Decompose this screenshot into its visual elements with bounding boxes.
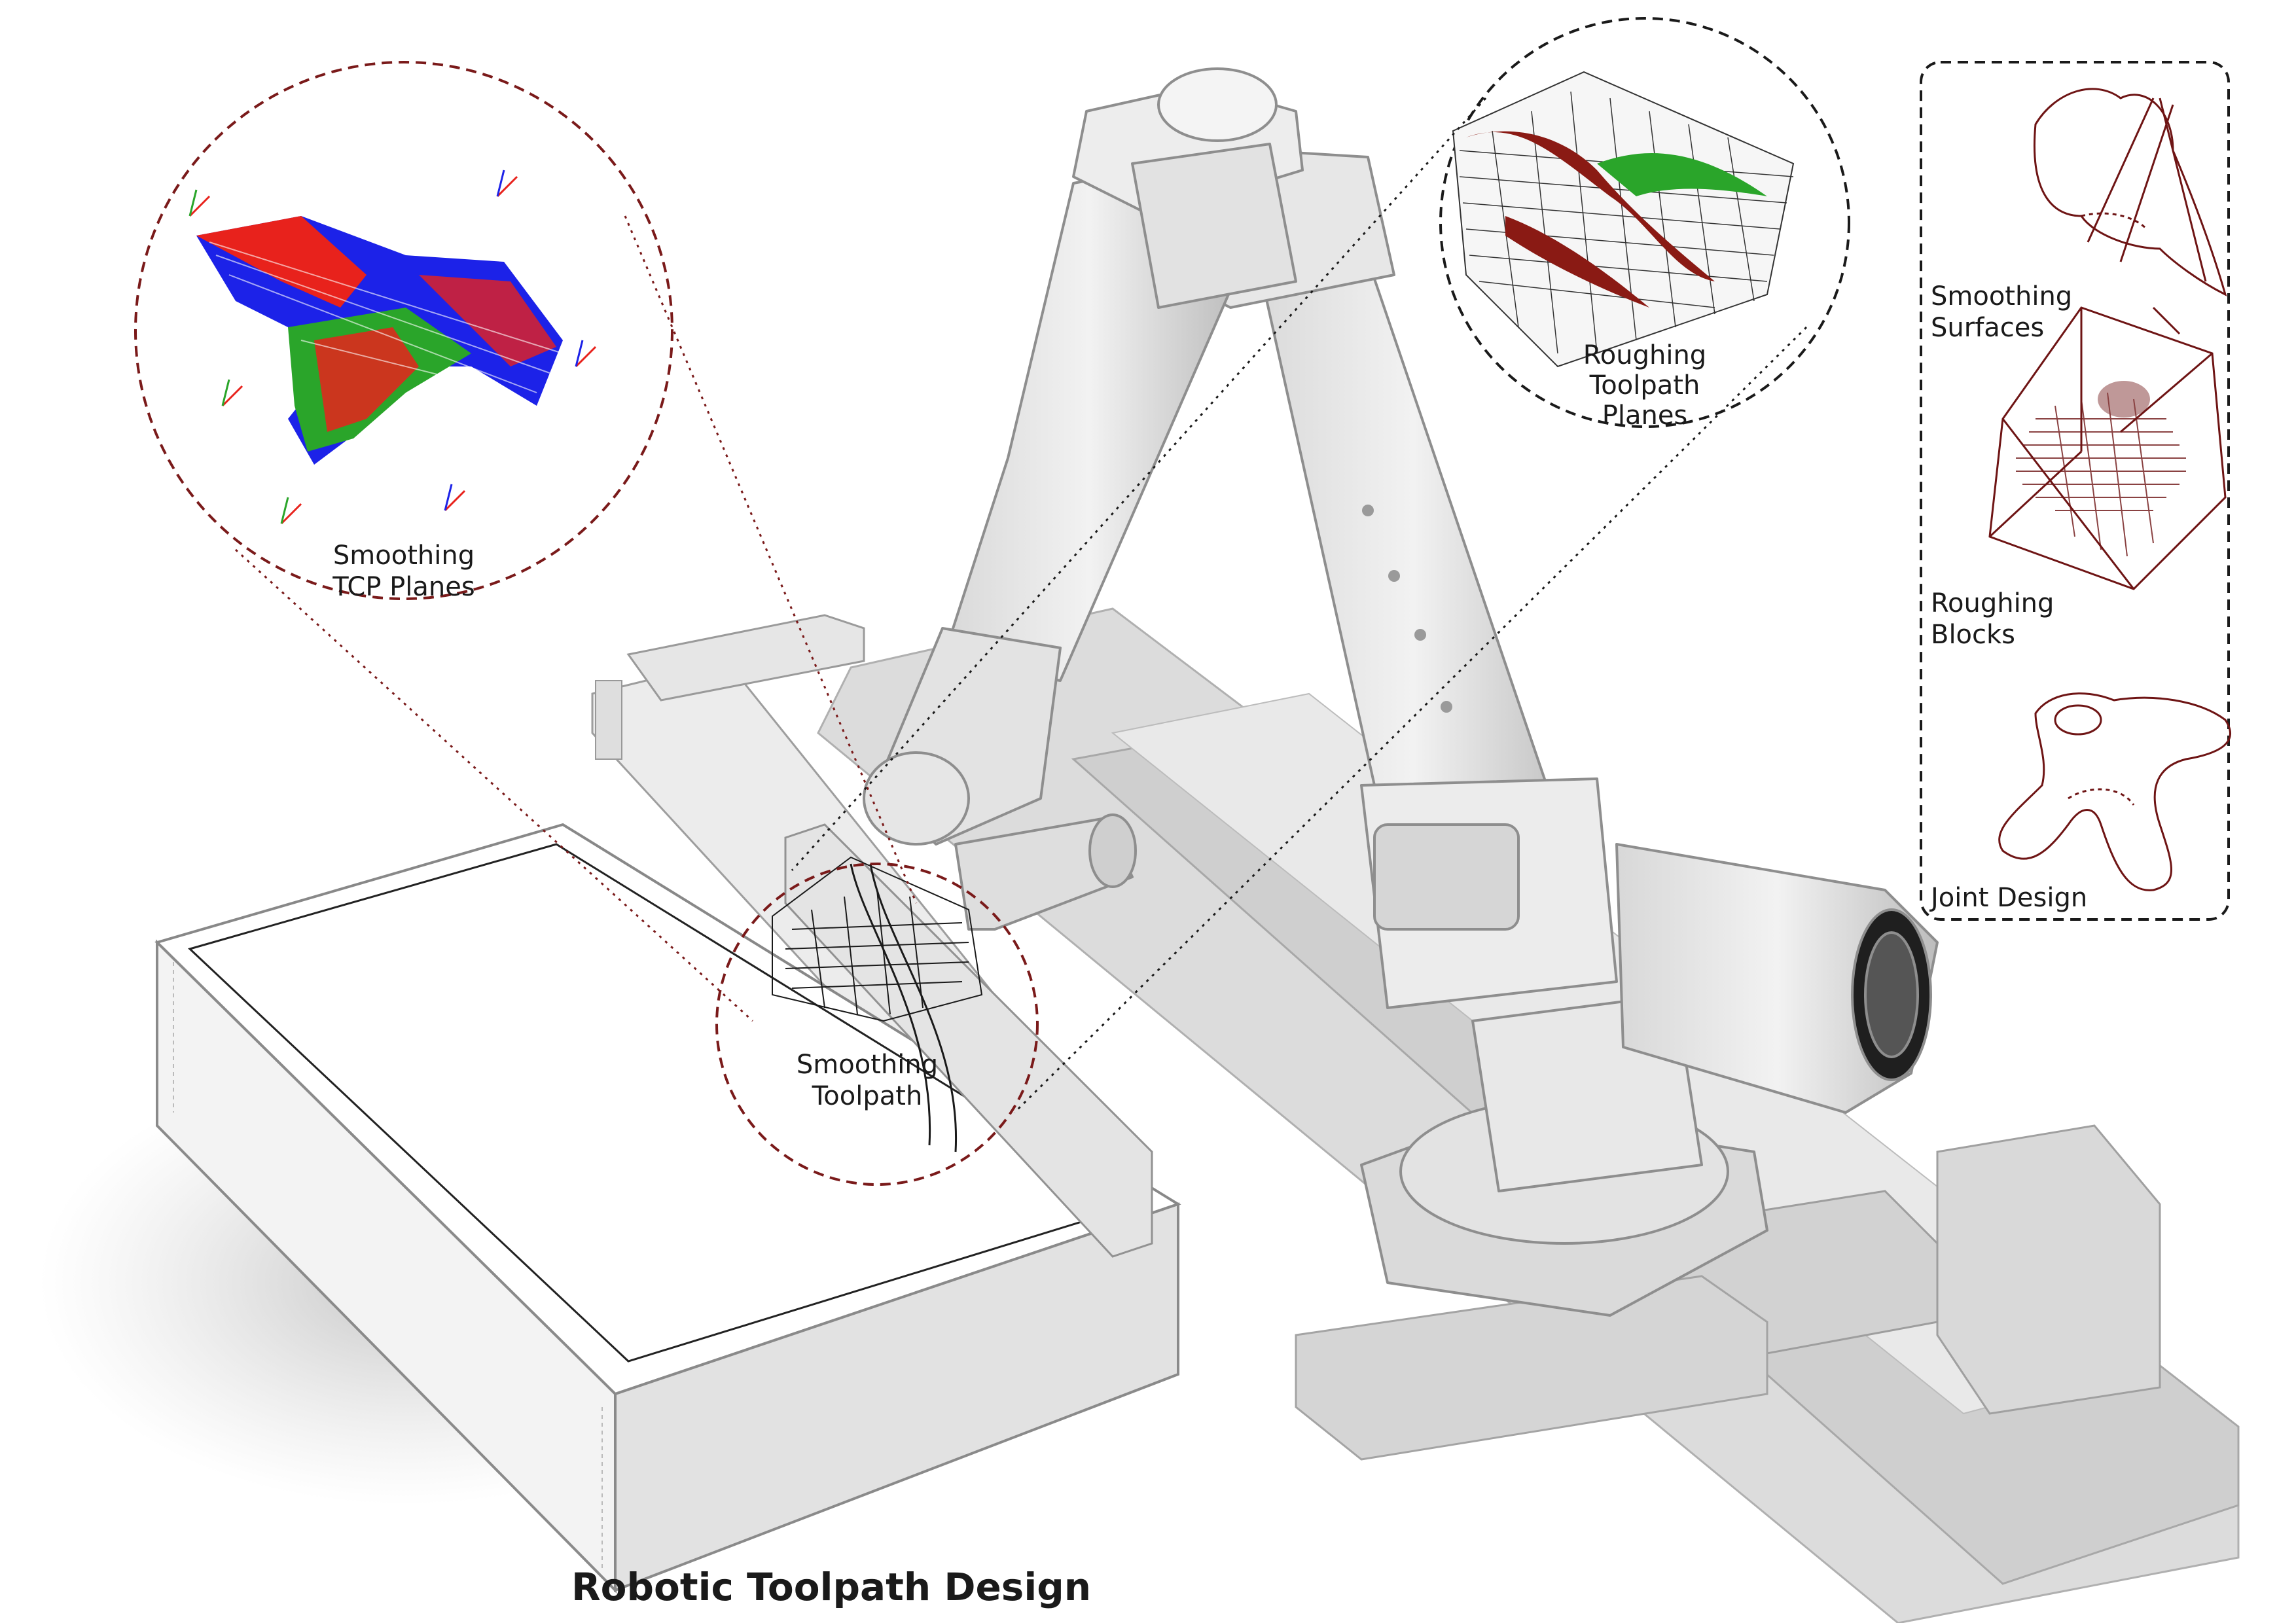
smoothing-toolpath-label-line1: Smoothing xyxy=(797,1050,938,1080)
robot-arm-illustration xyxy=(863,67,1939,1317)
joint-design-sketch xyxy=(1998,692,2231,891)
legend-item-3-line1: Joint Design xyxy=(1929,883,2087,913)
legend-item-2-line1: Roughing xyxy=(1931,588,2054,618)
roughing-toolpath-planes-callout: Roughing Toolpath Planes xyxy=(1439,17,1850,431)
legend-item-1-line1: Smoothing xyxy=(1931,281,2072,312)
roughing-toolpath-graphic xyxy=(1452,71,1795,368)
smoothing-tcp-toolpath-graphic xyxy=(188,169,597,525)
smoothing-surfaces-sketch xyxy=(2034,88,2227,296)
diagram-title: Robotic Toolpath Design xyxy=(571,1565,1091,1609)
callout-connector-lines xyxy=(234,97,1808,1114)
smoothing-toolpath-callout: Smoothing Toolpath xyxy=(715,863,1039,1186)
legend-item-2-line2: Blocks xyxy=(1931,620,2015,650)
roughing-blocks-hatch xyxy=(2016,381,2186,557)
roughing-planes-label-line3: Planes xyxy=(1602,401,1688,431)
smoothing-tcp-planes-callout: Smoothing TCP Planes xyxy=(134,61,673,602)
legend-item-1-line2: Surfaces xyxy=(1931,313,2044,343)
legend-panel: Smoothing Surfaces Roughing Blocks xyxy=(1920,61,2231,921)
roughing-planes-label-line1: Roughing xyxy=(1583,340,1706,370)
smoothing-toolpath-label-line2: Toolpath xyxy=(812,1081,923,1111)
roughing-planes-label-line2: Toolpath xyxy=(1589,370,1700,401)
tool-tip-toolpath-wireframe xyxy=(772,856,983,1152)
smoothing-tcp-label-line2: TCP Planes xyxy=(332,572,475,602)
smoothing-tcp-label-line1: Smoothing xyxy=(333,541,475,571)
